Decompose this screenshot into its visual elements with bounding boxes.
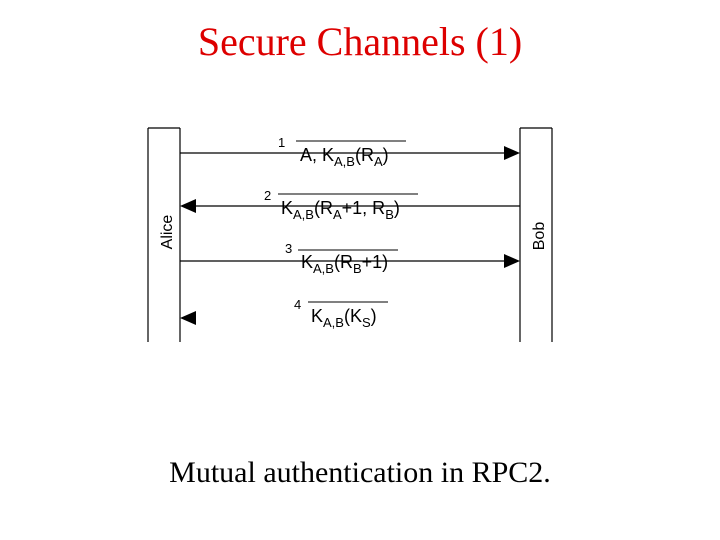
label-text: (R bbox=[334, 252, 353, 272]
label-text: (R bbox=[355, 145, 374, 165]
label-text: (K bbox=[344, 306, 362, 326]
label-subscript: A,B bbox=[334, 154, 355, 169]
message-3-arrowhead bbox=[504, 254, 520, 268]
label-text: ) bbox=[394, 198, 400, 218]
slide-caption: Mutual authentication in RPC2. bbox=[169, 456, 551, 489]
label-subscript: A,B bbox=[293, 207, 314, 222]
label-text: K bbox=[301, 252, 313, 272]
label-subscript: A bbox=[374, 154, 383, 169]
label-text: (R bbox=[314, 198, 333, 218]
message-4-arrowhead bbox=[180, 311, 196, 325]
label-subscript: B bbox=[385, 207, 394, 222]
message-1-label: A, KA,B(RA) bbox=[300, 145, 389, 169]
label-text: +1, R bbox=[342, 198, 386, 218]
label-subscript: A,B bbox=[323, 315, 344, 330]
message-1: 1 A, KA,B(RA) bbox=[180, 135, 520, 169]
label-text: K bbox=[311, 306, 323, 326]
message-2-label: KA,B(RA+1, RB) bbox=[281, 198, 400, 222]
message-2-arrowhead bbox=[180, 199, 196, 213]
label-text: +1) bbox=[362, 252, 389, 272]
label-subscript: A,B bbox=[313, 261, 334, 276]
label-text: K bbox=[281, 198, 293, 218]
label-text: A, K bbox=[300, 145, 334, 165]
label-subscript: S bbox=[362, 315, 371, 330]
message-4-number: 4 bbox=[294, 297, 301, 312]
message-1-number: 1 bbox=[278, 135, 285, 150]
message-4-label: KA,B(KS) bbox=[311, 306, 377, 330]
label-text: ) bbox=[371, 306, 377, 326]
message-3: 3 KA,B(RB+1) bbox=[180, 241, 520, 276]
message-2: 2 KA,B(RA+1, RB) bbox=[180, 188, 520, 222]
message-4: 4 KA,B(KS) bbox=[180, 297, 388, 330]
alice-label: Alice bbox=[159, 215, 176, 250]
message-3-label: KA,B(RB+1) bbox=[301, 252, 388, 276]
label-subscript: A bbox=[333, 207, 342, 222]
slide-title: Secure Channels (1) bbox=[197, 19, 523, 64]
message-2-number: 2 bbox=[264, 188, 271, 203]
bob-label: Bob bbox=[531, 222, 548, 251]
message-1-arrowhead bbox=[504, 146, 520, 160]
label-text: ) bbox=[383, 145, 389, 165]
label-subscript: B bbox=[353, 261, 362, 276]
message-3-number: 3 bbox=[285, 241, 292, 256]
